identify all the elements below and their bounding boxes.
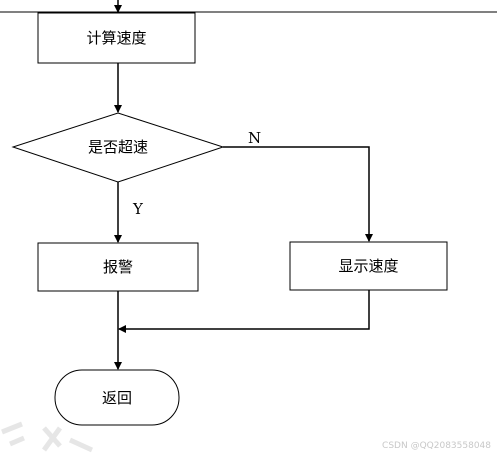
yes-label: Y	[132, 200, 144, 218]
no-label: N	[248, 129, 261, 147]
node-show-speed-label: 显示速度	[338, 257, 398, 275]
arrow-show-speed-merge	[118, 290, 370, 333]
node-alarm-label: 报警	[103, 258, 133, 276]
node-is-overspeed-label: 是否超速	[88, 138, 148, 156]
node-show-speed: 显示速度	[289, 241, 448, 291]
watermark-strokes	[1, 421, 94, 453]
node-alarm: 报警	[37, 242, 199, 292]
node-is-overspeed: 是否超速	[11, 112, 225, 183]
watermark-text: CSDN @QQ2083558048	[382, 441, 491, 451]
arrow-no-to-show-speed	[223, 146, 373, 242]
node-calc-speed: 计算速度	[37, 12, 196, 64]
node-return-label: 返回	[102, 389, 132, 407]
node-return: 返回	[54, 369, 180, 426]
node-calc-speed-label: 计算速度	[86, 29, 146, 47]
